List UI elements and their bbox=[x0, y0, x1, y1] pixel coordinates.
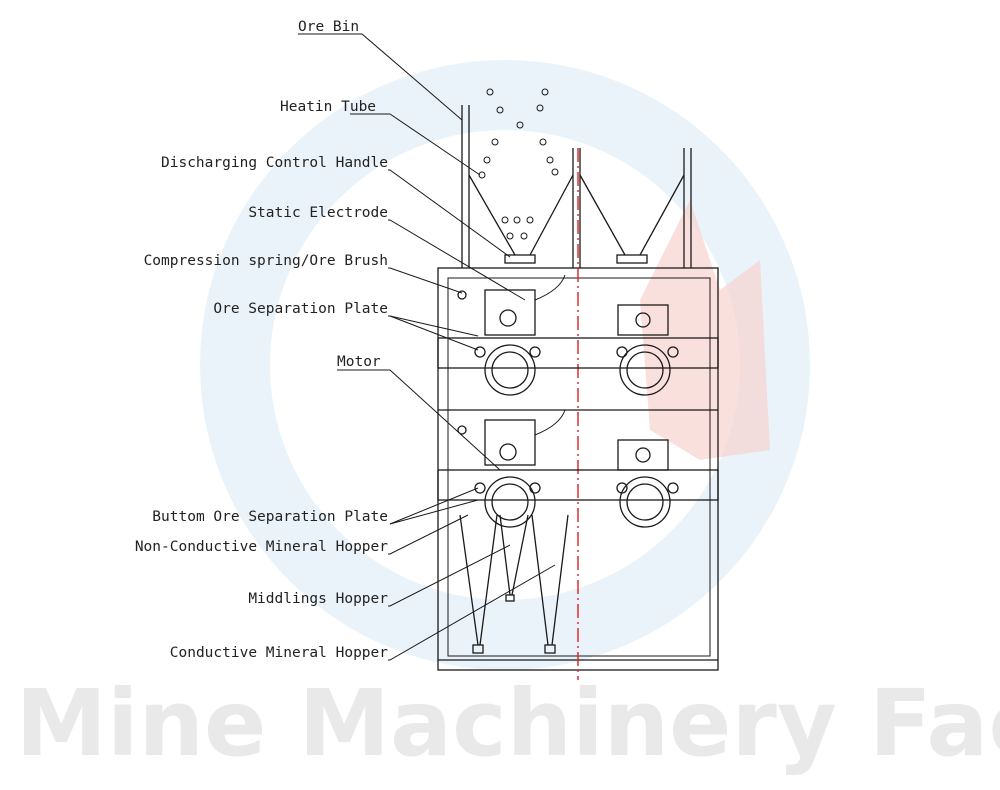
background-logo bbox=[200, 60, 810, 670]
ore-bin bbox=[461, 105, 692, 268]
leader-lines bbox=[298, 33, 556, 661]
label-ore-separation-plate: Ore Separation Plate bbox=[213, 301, 388, 317]
label-bottom-ore-separation-plate: Buttom Ore Separation Plate bbox=[152, 509, 388, 525]
upper-stage bbox=[437, 274, 719, 396]
bottom-hoppers bbox=[459, 514, 569, 654]
watermark-text: JXSC Mine Machinery Factory bbox=[0, 670, 1000, 777]
label-discharging-control-handle: Discharging Control Handle bbox=[161, 155, 388, 171]
label-conductive-hopper: Conductive Mineral Hopper bbox=[170, 645, 389, 661]
label-compression-spring: Compression spring/Ore Brush bbox=[144, 253, 388, 269]
callout-labels: Ore Bin Heatin Tube Discharging Control … bbox=[135, 19, 388, 661]
label-heating-tube: Heatin Tube bbox=[280, 99, 376, 115]
lower-stage bbox=[437, 409, 719, 528]
label-static-electrode: Static Electrode bbox=[248, 205, 388, 221]
label-non-conductive-hopper: Non-Conductive Mineral Hopper bbox=[135, 539, 388, 555]
label-middlings-hopper: Middlings Hopper bbox=[248, 591, 388, 607]
label-ore-bin: Ore Bin bbox=[298, 19, 359, 35]
label-motor: Motor bbox=[337, 354, 381, 370]
ore-particles bbox=[478, 88, 559, 240]
